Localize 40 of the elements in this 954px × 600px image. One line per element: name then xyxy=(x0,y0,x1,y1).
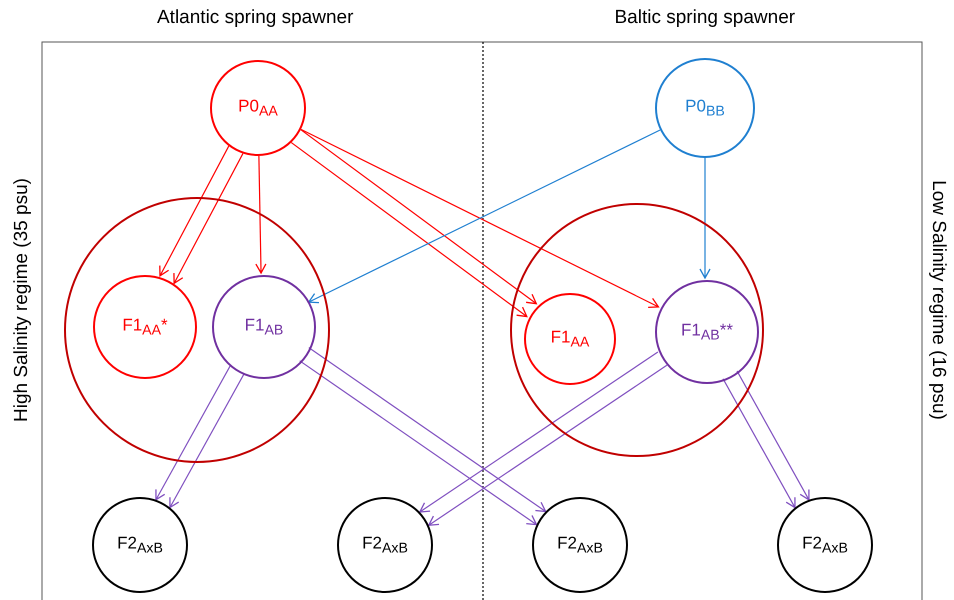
arrow xyxy=(419,352,658,513)
arrow xyxy=(428,364,668,526)
node-label: F2$_{AxB}$ xyxy=(802,533,848,557)
side-title: Low Salinity regime (16 psu) xyxy=(926,180,949,420)
arrow xyxy=(155,366,231,500)
circle-node xyxy=(93,275,197,379)
node-label: F1$_{AA}$* xyxy=(122,315,168,339)
arrow xyxy=(299,360,538,526)
circle-node xyxy=(524,293,616,385)
node-label: F2$_{AxB}$ xyxy=(362,533,408,557)
circle-node xyxy=(777,497,873,593)
circle-node xyxy=(655,280,759,384)
arrow xyxy=(308,347,546,512)
group-circle xyxy=(64,197,330,463)
circle-node xyxy=(532,497,628,593)
circle-node xyxy=(92,497,188,593)
side-title: High Salinity regime (35 psu) xyxy=(10,178,33,422)
node-label: F1$_{AB}$ xyxy=(244,315,284,339)
arrow xyxy=(300,129,537,304)
group-circle xyxy=(510,203,764,457)
arrow xyxy=(290,142,528,318)
arrow xyxy=(169,374,245,508)
circle-node xyxy=(210,60,306,156)
circle-node xyxy=(655,58,755,158)
circle-node xyxy=(212,275,316,379)
column-heading: Baltic spring spawner xyxy=(614,7,796,29)
arrow xyxy=(159,146,230,276)
node-label: F2$_{AxB}$ xyxy=(557,533,603,557)
circle-node xyxy=(337,497,433,593)
node-label: F1$_{AB}$** xyxy=(681,320,733,344)
arrow xyxy=(173,153,244,284)
node-label: P0$_{AA}$ xyxy=(238,96,278,120)
node-label: F1$_{AA}$ xyxy=(550,327,590,351)
arrow xyxy=(699,158,711,279)
arrow xyxy=(255,156,267,274)
arrow xyxy=(736,370,810,500)
arrow xyxy=(722,378,796,508)
node-label: F2$_{AxB}$ xyxy=(117,533,163,557)
node-label: P0$_{BB}$ xyxy=(685,96,725,120)
column-heading: Atlantic spring spawner xyxy=(157,7,354,29)
